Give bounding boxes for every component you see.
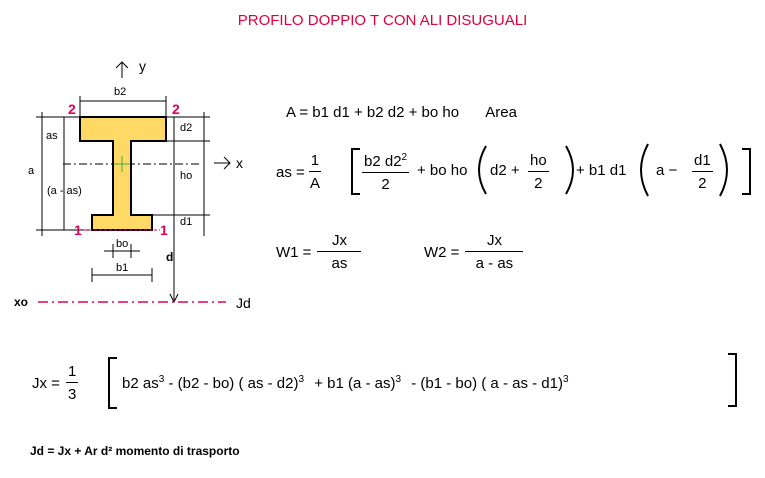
page-title: PROFILO DOPPIO T CON ALI DISUGUALI: [237, 12, 528, 29]
as-ho-den: 2: [534, 175, 543, 192]
jx-lhs: Jx =: [32, 374, 60, 392]
w2-lhs: W2 =: [424, 243, 460, 261]
w1-fraction: Jx as: [317, 232, 362, 272]
as-term1-num: b2 d22: [362, 152, 410, 173]
as-term2-text: + bo ho: [417, 162, 468, 179]
w2-den: a - as: [475, 255, 514, 272]
bo-dimension: [104, 244, 140, 258]
as-term3-text: + b1 d1: [576, 162, 627, 179]
w1-den: as: [331, 255, 348, 272]
as-frac-num: 1: [308, 152, 322, 172]
paren-right-2: [719, 143, 728, 197]
as-term1-den: 2: [381, 175, 390, 193]
as-frac-den: A: [309, 175, 320, 192]
as-d1-den: 2: [698, 175, 707, 192]
w2-num: Jx: [465, 232, 524, 252]
a-minus-as-label: (a - as): [47, 185, 82, 197]
paren-left-1: [478, 145, 487, 195]
y-axis-arrow: [115, 61, 129, 78]
point1-left-label: 1: [74, 222, 82, 238]
d-arrow-head: [169, 293, 179, 304]
area-formula: A = b1 d1 + b2 d2 + bo ho Area: [286, 104, 517, 121]
d2-label: d2: [180, 122, 193, 134]
axis-y-label: y: [139, 58, 146, 74]
jx-brackets: [108, 353, 737, 409]
ho-label: ho: [180, 170, 193, 182]
jx-part2: - (b2 - bo) ( as - d2): [168, 375, 299, 392]
as-ho-num: ho: [528, 152, 549, 172]
i-section-shape: [79, 116, 167, 231]
as-term1: b2 d22 2: [362, 148, 410, 196]
as-d1-num: d1: [692, 152, 713, 172]
point1-right-label: 1: [160, 222, 168, 238]
w1-num: Jx: [317, 232, 362, 252]
as-term3-inner: a −: [656, 162, 678, 179]
w2-fraction: Jx a - as: [465, 232, 524, 272]
jx-frac-num: 1: [65, 363, 79, 383]
right-dimensions: [131, 112, 210, 300]
jx-exp1: 3: [158, 374, 165, 385]
b1-label: b1: [116, 262, 129, 274]
paren-right-1: [565, 145, 574, 195]
as-label: as: [46, 130, 58, 142]
as-d1-fraction: d1 2: [692, 148, 713, 196]
centroid-mark: [114, 156, 130, 172]
b1-dimension: [91, 268, 153, 282]
axis-x-label: x: [236, 155, 243, 171]
jx-part1: b2 as: [122, 375, 159, 392]
area-label: Area: [485, 104, 517, 121]
jx-formula-lhs: Jx = 1 3: [32, 358, 79, 408]
jx-exp3: 3: [395, 374, 402, 385]
as-term1-fraction: b2 d22 2: [362, 152, 410, 193]
a-label: a: [28, 165, 35, 177]
xo-label: xo: [14, 295, 29, 309]
d1-label: d1: [180, 216, 193, 228]
as-term2-inner: d2 +: [490, 162, 520, 179]
paren-left-2: [640, 143, 649, 197]
jx-frac-den: 3: [67, 386, 77, 403]
jx-frac: 1 3: [65, 363, 79, 403]
jd-axis-label: Jd: [236, 295, 251, 311]
jx-exp4: 3: [562, 374, 569, 385]
w1-lhs: W1 =: [276, 243, 312, 261]
d-label: d: [166, 250, 174, 264]
as-inverse-fraction: 1 A: [308, 152, 322, 192]
as-lhs: as =: [276, 163, 305, 181]
b2-dimension: [79, 96, 167, 117]
bo-label: bo: [116, 238, 129, 250]
as-brackets: [351, 148, 751, 195]
w1-formula: W1 = Jx as: [276, 230, 362, 274]
area-formula-text: A = b1 d1 + b2 d2 + bo ho: [286, 104, 460, 121]
as-formula: as = 1 A: [276, 148, 322, 196]
as-ho-fraction: ho 2: [528, 148, 549, 196]
jx-exp2: 3: [298, 374, 305, 385]
jx-part4: - (b1 - bo) ( a - as - d1): [411, 375, 563, 392]
x-axis-arrow: [214, 156, 231, 170]
point2-left-label: 2: [68, 101, 76, 117]
jx-part3: + b1 (a - as): [314, 375, 396, 392]
jd-transport-text: Jd = Jx + Ar d² momento di trasporto: [30, 444, 240, 458]
jx-body: b2 as3 - (b2 - bo) ( as - d2)3 + b1 (a -…: [122, 374, 569, 392]
b2-label: b2: [114, 86, 127, 98]
w2-formula: W2 = Jx a - as: [424, 230, 524, 274]
left-dimensions: [36, 112, 92, 236]
point2-right-label: 2: [172, 101, 180, 117]
